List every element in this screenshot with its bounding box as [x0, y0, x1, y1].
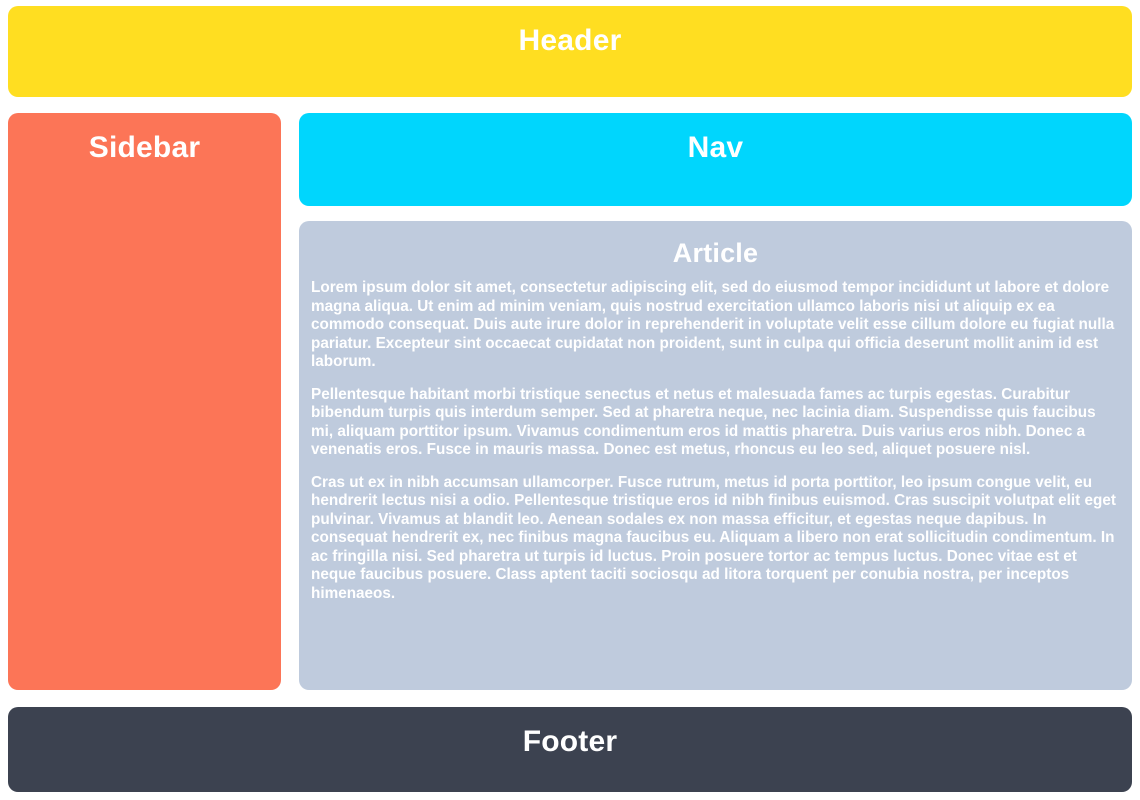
article-paragraph: Lorem ipsum dolor sit amet, consectetur …: [311, 279, 1115, 370]
nav-region: Nav: [299, 113, 1132, 206]
content-column: Nav Article Lorem ipsum dolor sit amet, …: [299, 113, 1132, 690]
article-paragraph: Cras ut ex in nibh accumsan ullamcorper.…: [311, 473, 1116, 602]
header-title: Header: [518, 24, 622, 57]
sidebar-title: Sidebar: [88, 131, 201, 164]
footer-title: Footer: [522, 725, 618, 758]
middle-band: Sidebar Nav Article Lorem ipsum dolor si…: [8, 113, 1132, 690]
nav-title: Nav: [687, 131, 744, 164]
article-region: Article Lorem ipsum dolor sit amet, cons…: [299, 221, 1132, 690]
header-region: Header: [8, 6, 1132, 97]
footer-region: Footer: [8, 707, 1132, 792]
article-title: Article: [672, 238, 759, 268]
article-paragraph: Pellentesque habitant morbi tristique se…: [311, 385, 1096, 459]
sidebar-region: Sidebar: [8, 113, 281, 690]
